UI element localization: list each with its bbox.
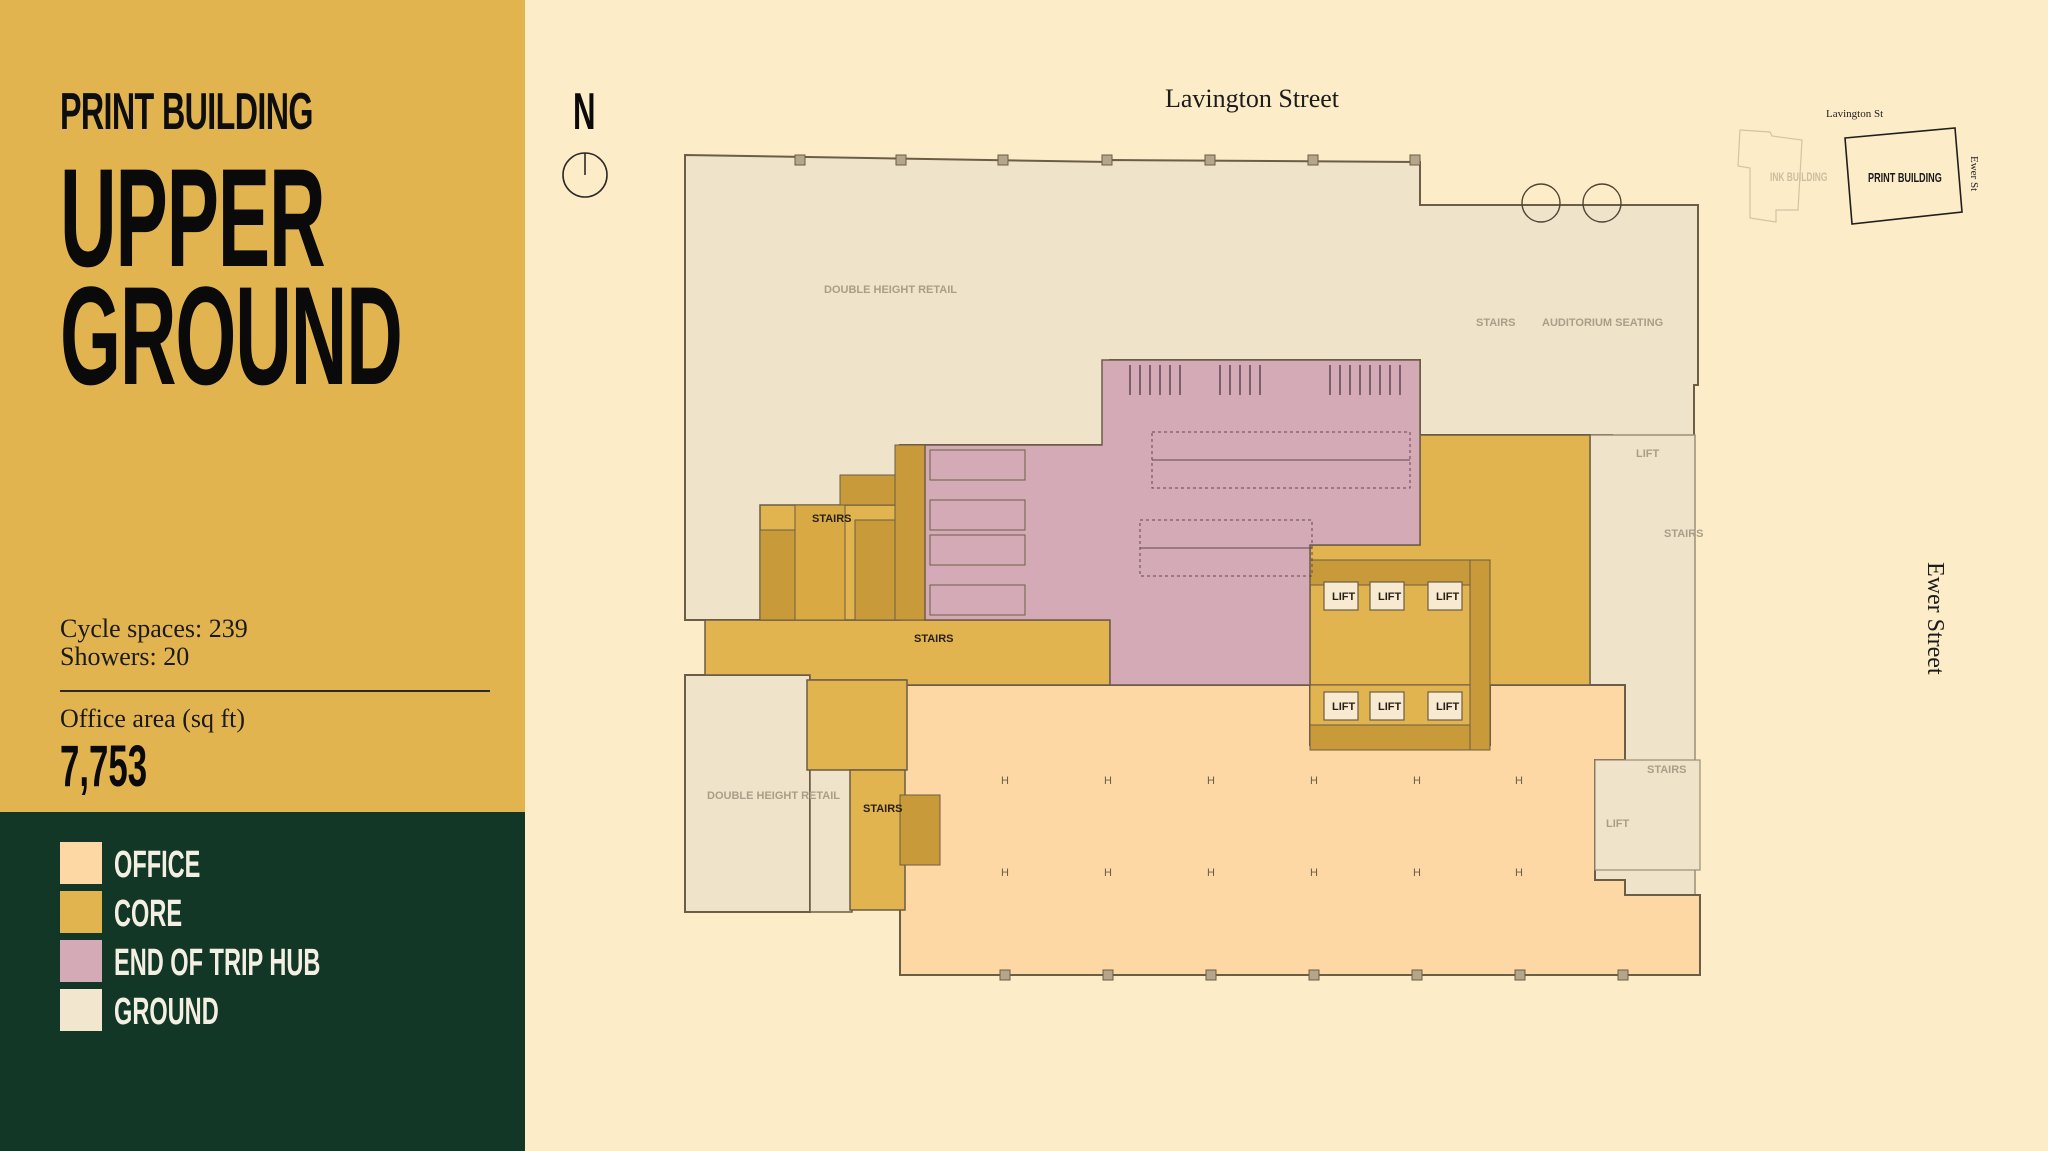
keymap-street-lavington: Lavington St bbox=[1826, 108, 1884, 120]
svg-text:H: H bbox=[1515, 775, 1523, 787]
svg-text:H: H bbox=[1001, 775, 1009, 787]
core-swatch bbox=[60, 891, 102, 933]
legend-label: GROUND bbox=[114, 991, 219, 1033]
svg-text:H: H bbox=[1001, 867, 1009, 879]
label-stairs-core-west: STAIRS bbox=[812, 513, 852, 525]
label-stairs-southeast: STAIRS bbox=[1647, 764, 1687, 776]
ground-corridor-south bbox=[809, 744, 853, 913]
label-lift-east: LIFT bbox=[1636, 448, 1659, 460]
lift-bank-north bbox=[1323, 581, 1463, 611]
label-stairs-north: STAIRS bbox=[1476, 317, 1516, 329]
office-swatch bbox=[60, 842, 102, 884]
hub-swatch bbox=[60, 940, 102, 982]
office-area-value: 7,753 bbox=[60, 734, 148, 799]
revolving-doors bbox=[1521, 183, 1622, 223]
core-stairs-south bbox=[849, 769, 906, 911]
cycle-spaces-stat: Cycle spaces: 239 bbox=[60, 614, 248, 643]
label-lift-s1: LIFT bbox=[1332, 701, 1355, 713]
svg-text:H: H bbox=[1413, 867, 1421, 879]
street-label-ewer: Ewer Street bbox=[1922, 562, 1948, 675]
street-label-lavington: Lavington Street bbox=[1165, 84, 1340, 113]
site-key-map: Lavington St Ewer St INK BUILDING PRINT … bbox=[1730, 100, 1990, 230]
svg-text:H: H bbox=[1104, 775, 1112, 787]
keymap-print-building: PRINT BUILDING bbox=[1868, 170, 1942, 185]
legend-label: END OF TRIP HUB bbox=[114, 942, 321, 984]
keymap-outlines bbox=[1737, 127, 1963, 225]
sidebar-info-panel: PRINT BUILDING UPPER GROUND Cycle spaces… bbox=[0, 0, 525, 812]
north-arrow-icon bbox=[562, 152, 608, 198]
floor-title-line1: UPPER bbox=[60, 139, 326, 296]
legend-label: CORE bbox=[114, 893, 183, 935]
svg-text:H: H bbox=[1207, 775, 1215, 787]
label-double-height-retail-north: DOUBLE HEIGHT RETAIL bbox=[824, 284, 957, 296]
keymap-ink-building: INK BUILDING bbox=[1770, 170, 1828, 184]
label-lift-n2: LIFT bbox=[1378, 591, 1401, 603]
lift-bank-south bbox=[1323, 691, 1463, 721]
office-area bbox=[899, 684, 1701, 976]
svg-text:H: H bbox=[1207, 867, 1215, 879]
label-lift-s2: LIFT bbox=[1378, 701, 1401, 713]
label-lift-s3: LIFT bbox=[1436, 701, 1459, 713]
north-label: N bbox=[573, 83, 596, 141]
svg-text:H: H bbox=[1413, 775, 1421, 787]
label-stairs-core-middle: STAIRS bbox=[914, 633, 954, 645]
svg-text:H: H bbox=[1104, 867, 1112, 879]
bike-racks bbox=[1129, 365, 1401, 395]
label-stairs-east: STAIRS bbox=[1664, 528, 1704, 540]
office-area-label: Office area (sq ft) bbox=[60, 704, 246, 733]
legend-panel: OFFICE CORE END OF TRIP HUB GROUND bbox=[0, 812, 525, 1151]
end-of-trip-hub bbox=[924, 359, 1421, 686]
building-name: PRINT BUILDING bbox=[60, 83, 313, 141]
core-area-west bbox=[704, 619, 1111, 686]
label-stairs-core-south: STAIRS bbox=[863, 803, 903, 815]
label-double-height-retail-south: DOUBLE HEIGHT RETAIL bbox=[707, 790, 840, 802]
svg-text:H: H bbox=[1515, 867, 1523, 879]
facade-columns bbox=[794, 154, 1629, 981]
svg-text:H: H bbox=[1310, 867, 1318, 879]
sidebar: PRINT BUILDING UPPER GROUND Cycle spaces… bbox=[0, 0, 525, 1151]
label-lift-n3: LIFT bbox=[1436, 591, 1459, 603]
column-markers: H H H H H H H H H H H H bbox=[1001, 775, 1523, 879]
core-wc-south bbox=[806, 679, 908, 771]
stats-divider bbox=[60, 690, 490, 692]
legend-label: OFFICE bbox=[114, 844, 201, 886]
floor-plan: H H H H H H H H H H H H DOUBLE HEIGHT RETAIL DOUBL… bbox=[684, 153, 1704, 981]
label-auditorium-seating: AUDITORIUM SEATING bbox=[1542, 317, 1663, 329]
label-lift-n1: LIFT bbox=[1332, 591, 1355, 603]
svg-text:H: H bbox=[1310, 775, 1318, 787]
shower-cubicles bbox=[929, 449, 1026, 616]
floor-title-line2: GROUND bbox=[60, 257, 403, 414]
showers-stat: Showers: 20 bbox=[60, 642, 190, 671]
label-lift-southeast: LIFT bbox=[1606, 818, 1629, 830]
ground-swatch bbox=[60, 989, 102, 1031]
